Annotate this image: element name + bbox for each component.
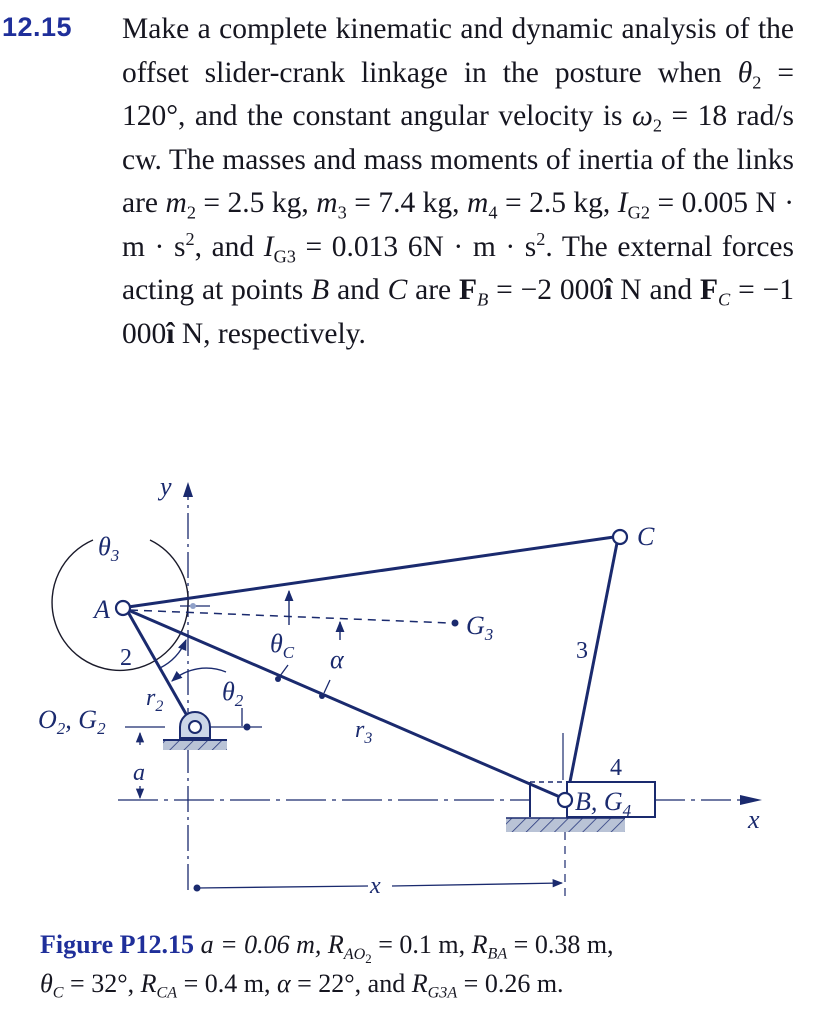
problem-number: 12.15 — [2, 12, 73, 42]
theta-c-label: θC — [270, 629, 295, 662]
r3-label: r3 — [355, 717, 372, 747]
theta2-label: θ2 — [222, 677, 244, 710]
squared-superscript: 2 — [185, 228, 195, 249]
figure-label: Figure P12.15 — [40, 930, 195, 959]
slider-crank-diagram: y x θ3 A 2 θ2 r2 — [38, 472, 762, 900]
link-3-cb — [566, 542, 619, 793]
statement-text: Make a complete kinematic and dynamic an… — [122, 13, 794, 89]
ig3-value: = 0.013 6N · m · s — [295, 230, 537, 263]
link-3-ac — [127, 535, 615, 609]
linkage-figure: y x θ3 A 2 θ2 r2 — [0, 440, 819, 910]
r2-label: r2 — [146, 685, 163, 715]
statement-text: are — [407, 274, 460, 306]
x-dimension — [193, 879, 564, 892]
offset-a-label: a — [133, 760, 145, 786]
x-dimension-label: x — [369, 873, 381, 899]
r-ao2-subsubscript: 2 — [365, 951, 372, 966]
link-2-label: 2 — [120, 645, 132, 671]
statement-text: and — [329, 274, 388, 306]
ig2-subscript: G2 — [627, 202, 650, 223]
force-c-symbol: F — [699, 274, 718, 306]
o2-g2-label: O2, G2 — [38, 705, 106, 738]
m2-symbol: m — [165, 187, 187, 219]
point-c-label: C — [387, 274, 408, 306]
y-axis-label: y — [157, 472, 172, 501]
omega2-symbol: ω — [632, 100, 653, 132]
r-g3a-value: = 0.26 m. — [457, 969, 564, 998]
theta3-arc — [51, 539, 189, 672]
x-axis — [118, 795, 762, 805]
alpha-value: = 22°, and — [290, 969, 412, 998]
force-b-value: = −2 000 — [488, 274, 605, 306]
m4-subscript: 4 — [488, 202, 498, 223]
r-ca-subscript: CA — [156, 984, 178, 1002]
caption-a: a = 0.06 m, — [200, 930, 328, 959]
statement-text: N and — [612, 274, 700, 306]
x-axis-label: x — [747, 805, 760, 834]
statement-text: N, respectively. — [174, 317, 366, 350]
r-ao2-symbol: R — [327, 930, 344, 959]
m3-subscript: 3 — [337, 202, 347, 223]
m2-value: = 2.5 kg, — [195, 187, 317, 219]
omega2-value: = 18 rad/s cw. The masses and mass momen… — [122, 100, 794, 219]
squared-superscript: 2 — [536, 228, 546, 249]
theta-c-value: = 32°, — [63, 969, 141, 998]
r-ca-symbol: R — [140, 969, 157, 998]
unit-vector-i: î — [166, 317, 175, 350]
force-c-value: = −1 000 — [122, 274, 794, 350]
force-c-subscript: C — [717, 289, 731, 310]
point-b-label: B — [311, 274, 330, 306]
a-g3-dashed-line — [129, 609, 451, 624]
r-ba-value: = 0.38 m, — [507, 930, 614, 959]
r-ba-subscript: BA — [487, 945, 508, 963]
statement-text: . The external forces acting at points — [122, 230, 794, 307]
r-g3a-symbol: R — [411, 969, 428, 998]
theta2-subscript: 2 — [752, 71, 762, 92]
statement-text: , and — [194, 230, 264, 263]
ig2-symbol: I — [617, 187, 628, 219]
m2-subscript: 2 — [186, 202, 196, 223]
m3-symbol: m — [316, 187, 338, 219]
link-3-label: 3 — [576, 638, 588, 664]
unit-vector-i: î — [604, 274, 613, 306]
ig2-value: = 0.005 N · m · s — [122, 187, 795, 263]
m3-value: = 7.4 kg, — [346, 187, 468, 219]
r-ba-symbol: R — [471, 930, 488, 959]
ig3-subscript: G3 — [273, 245, 296, 266]
theta2-value: = 120°, and the constant angular velocit… — [122, 56, 794, 133]
joint-b — [556, 791, 574, 809]
ig3-symbol: I — [263, 230, 274, 263]
joint-c-label: C — [637, 522, 655, 551]
link-4-label: 4 — [610, 755, 622, 781]
b-g4-label: B, G4 — [575, 787, 632, 820]
r-ca-value: = 0.4 m, — [177, 969, 277, 998]
crank-link-2 — [126, 611, 192, 722]
theta-c-subscript: C — [52, 984, 64, 1002]
alpha-label: α — [330, 645, 345, 674]
slider-block-4 — [506, 733, 656, 832]
ground-pivot-o2 — [163, 711, 227, 750]
r-g3a-subscript: G3A — [427, 984, 458, 1002]
figure-caption: Figure P12.15 a = 0.06 m, RAO2 = 0.1 m, … — [40, 925, 800, 1003]
g3-label: G3 — [466, 611, 493, 644]
theta-c-symbol: θ — [40, 969, 53, 998]
r-ao2-value: = 0.1 m, — [371, 930, 472, 959]
force-b-symbol: F — [459, 274, 478, 306]
m4-value: = 2.5 kg, — [497, 187, 618, 219]
theta2-arc — [171, 667, 227, 682]
force-b-subscript: B — [477, 289, 489, 310]
g3-point — [451, 619, 459, 627]
y-axis — [183, 482, 193, 890]
alpha-symbol: α — [276, 969, 291, 998]
problem-statement: Make a complete kinematic and dynamic an… — [122, 8, 794, 356]
r-ao2-subscript: AO — [343, 945, 366, 963]
joint-a — [114, 599, 132, 617]
m4-symbol: m — [467, 187, 489, 219]
theta3-label: θ3 — [98, 532, 119, 565]
link-3-ab — [127, 608, 561, 799]
theta2-symbol: θ — [737, 56, 753, 89]
joint-a-label: A — [92, 595, 110, 624]
joint-c — [611, 528, 629, 546]
omega2-subscript: 2 — [652, 115, 663, 136]
